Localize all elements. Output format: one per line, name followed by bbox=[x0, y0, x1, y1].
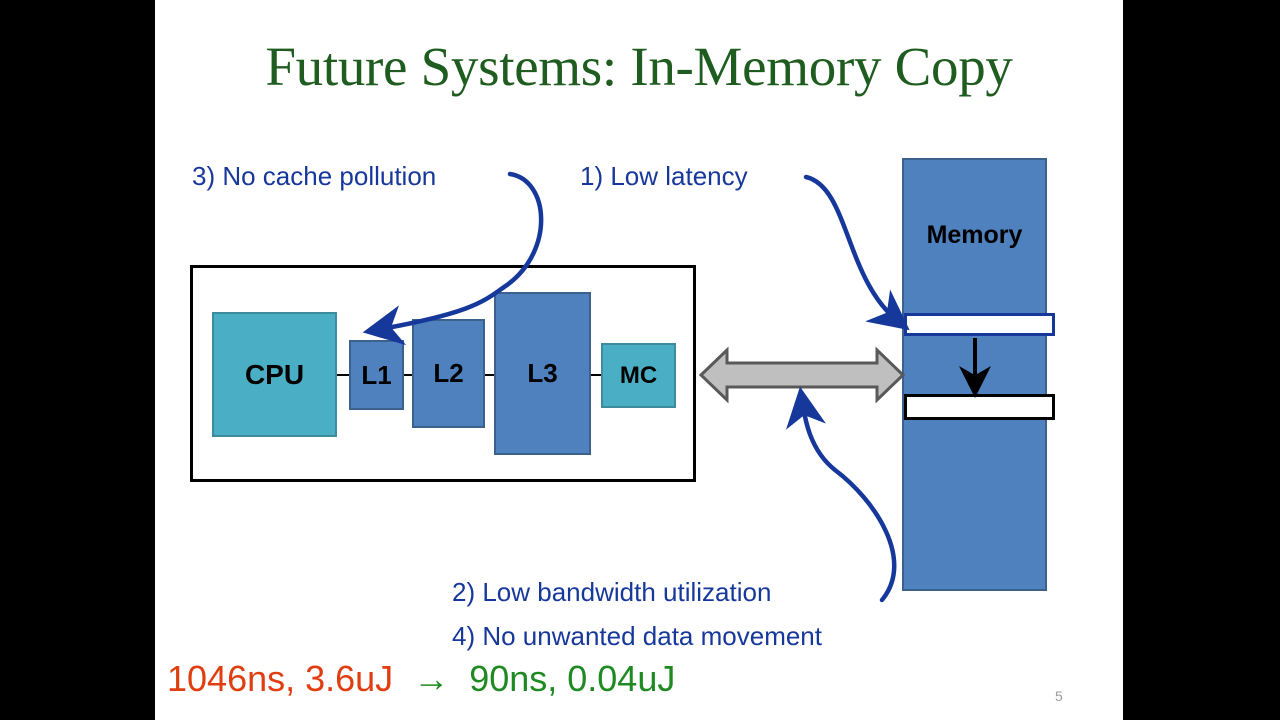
letterbox-right bbox=[1123, 0, 1280, 720]
block-l2: L2 bbox=[412, 319, 485, 428]
connector-cpu-l1 bbox=[337, 374, 349, 376]
annotation-low-bandwidth-utilization: 2) Low bandwidth utilization bbox=[452, 577, 772, 607]
block-l3-label: L3 bbox=[527, 358, 558, 388]
result-arrow-icon: → bbox=[413, 658, 450, 699]
page-number: 5 bbox=[1055, 688, 1063, 704]
memory-source-row bbox=[904, 313, 1055, 336]
result-line: 1046ns, 3.6uJ → 90ns, 0.04uJ bbox=[167, 658, 675, 700]
annotation-no-cache-pollution: 3) No cache pollution bbox=[192, 161, 437, 191]
connector-l2-l3 bbox=[485, 374, 494, 376]
page-title: Future Systems: In-Memory Copy bbox=[265, 36, 1013, 97]
block-cpu-label: CPU bbox=[244, 358, 305, 390]
connector-l3-mc bbox=[591, 374, 601, 376]
curve-low-bandwidth bbox=[785, 386, 897, 603]
annotation-low-latency: 1) Low latency bbox=[580, 161, 748, 191]
memory-bus-arrow bbox=[698, 346, 906, 404]
block-mc-label: MC bbox=[619, 361, 658, 389]
slide-canvas: Future Systems: In-Memory Copy 3) No cac… bbox=[155, 0, 1123, 720]
result-before-value: 1046ns, 3.6uJ bbox=[167, 658, 394, 699]
result-after-value: 90ns, 0.04uJ bbox=[469, 658, 676, 699]
connector-l1-l2 bbox=[404, 374, 412, 376]
memory-label: Memory bbox=[926, 221, 1023, 249]
curve-low-latency bbox=[803, 174, 910, 331]
block-l3: L3 bbox=[494, 292, 591, 455]
block-cpu: CPU bbox=[212, 312, 337, 437]
annotation-no-unwanted-data-movement: 4) No unwanted data movement bbox=[452, 621, 822, 651]
memory-destination-row bbox=[904, 394, 1055, 420]
block-l2-label: L2 bbox=[433, 358, 464, 388]
letterbox-left bbox=[0, 0, 155, 720]
block-l1: L1 bbox=[349, 340, 404, 410]
block-l1-label: L1 bbox=[361, 359, 392, 390]
block-memory-controller: MC bbox=[601, 343, 676, 408]
